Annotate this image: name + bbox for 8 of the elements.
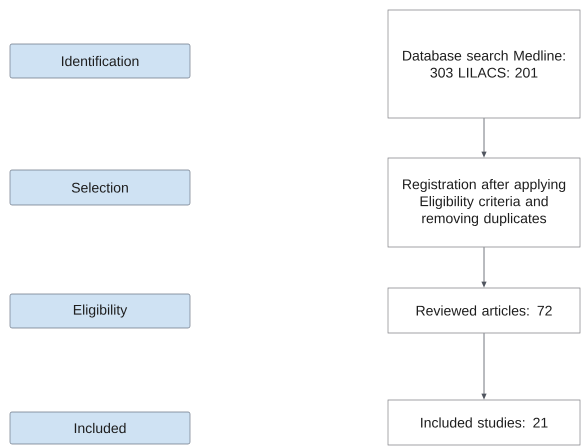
stage-label-box: Selection: [10, 170, 190, 206]
process-box: Registration after applying Eligibility criteria and removing duplicates: [388, 158, 580, 248]
process-box: Database search Medline: 303 LILACS: 201: [388, 10, 580, 118]
stage-label-box: Included: [10, 412, 190, 444]
stage-label-box: Identification: [10, 44, 190, 78]
stage-label-box: Eligibility: [10, 294, 190, 328]
process-box: Included studies: 21: [388, 400, 580, 446]
process-box: Reviewed articles: 72: [388, 288, 580, 334]
